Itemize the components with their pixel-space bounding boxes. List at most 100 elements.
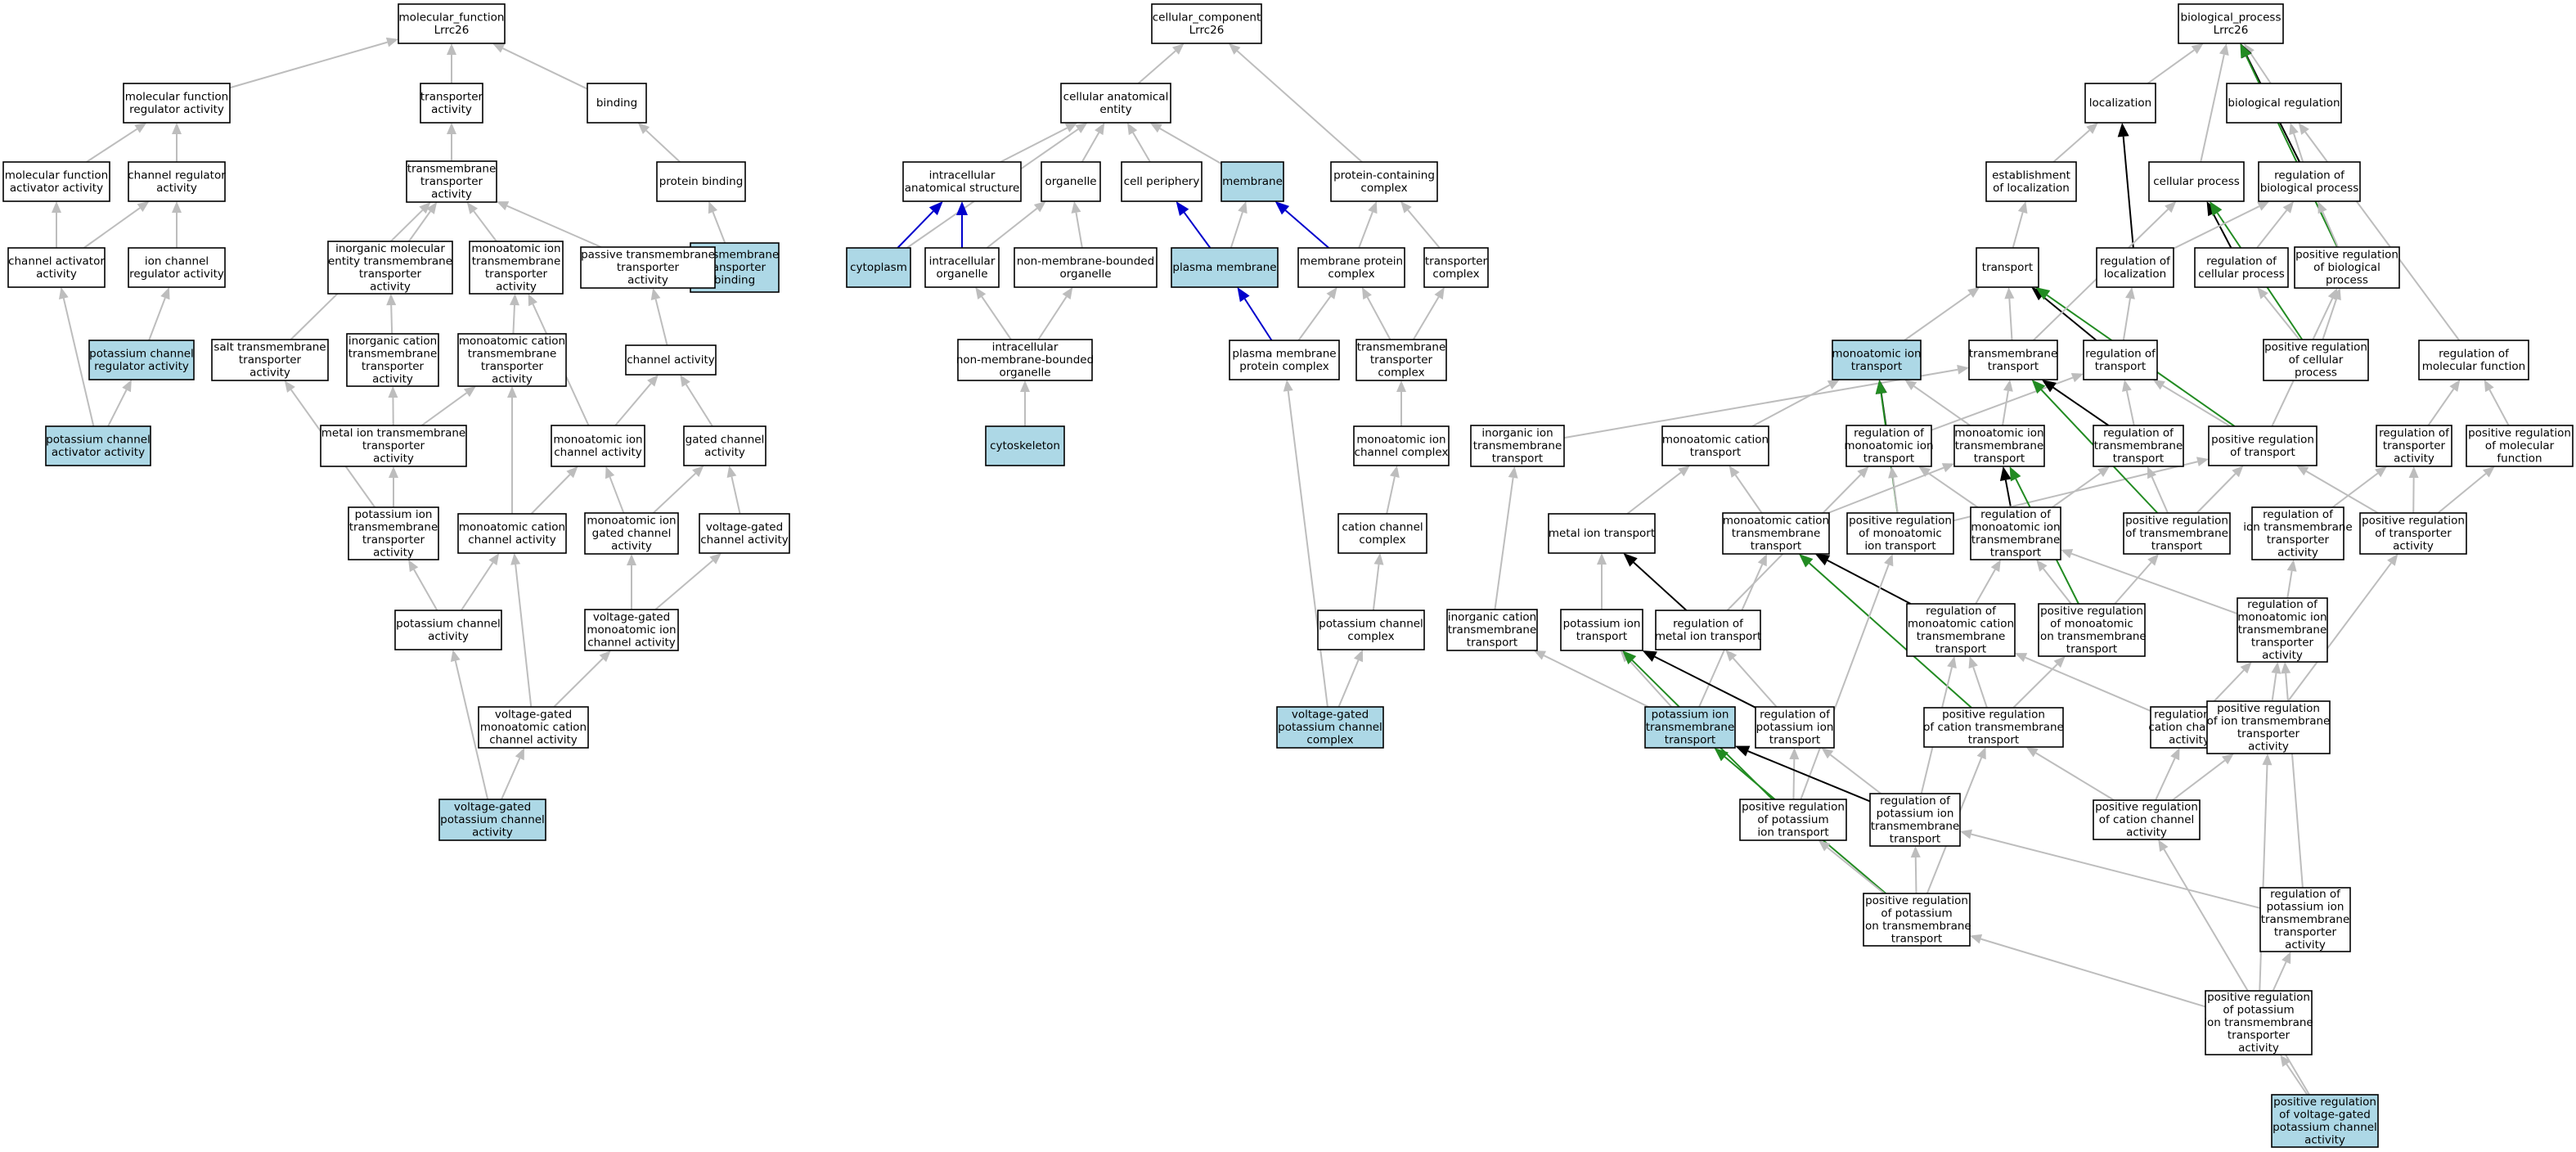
node-metal-ion-transport[interactable]: metal ion transport xyxy=(1548,513,1656,554)
node-binding[interactable]: binding xyxy=(587,83,647,124)
node-cytoplasm[interactable]: cytoplasm xyxy=(846,247,911,288)
node-cellular-process[interactable]: cellular process xyxy=(2148,161,2245,202)
node-inorganic-cation-transmembrane-transporter-activity[interactable]: inorganic cationtransmembranetransporter… xyxy=(346,333,439,387)
node-localization[interactable]: localization xyxy=(2084,83,2156,124)
node-monoatomic-cation-transmembrane-transporter-activity[interactable]: monoatomic cationtransmembranetransporte… xyxy=(457,333,567,387)
node-channel-activity[interactable]: channel activity xyxy=(625,344,717,376)
edge-regulates-rtmt-to-tmt xyxy=(2041,380,2110,426)
node-intracellular-non-membrane-bounded-organelle[interactable]: intracellularnon-membrane-boundedorganel… xyxy=(956,339,1094,381)
node-metal-ion-transmembrane-transporter-activity[interactable]: metal ion transmembranetransporteractivi… xyxy=(320,425,467,467)
node-biological-regulation[interactable]: biological regulation xyxy=(2226,83,2342,124)
node-transport[interactable]: transport xyxy=(1976,247,2039,288)
node-potassium-ion-transmembrane-transporter-activity[interactable]: potassium iontransmembranetransporteract… xyxy=(348,506,439,560)
node-cytoskeleton[interactable]: cytoskeleton xyxy=(985,425,1065,466)
node-membrane[interactable]: membrane xyxy=(1221,161,1284,202)
node-cell-periphery[interactable]: cell periphery xyxy=(1121,161,1203,202)
edge-line xyxy=(2427,388,2455,426)
node-plasma-membrane[interactable]: plasma membrane xyxy=(1171,247,1279,288)
node-protein-binding[interactable]: protein binding xyxy=(656,161,746,202)
node-monoatomic-ion-transmembrane-transporter-activity[interactable]: monoatomic iontransmembranetransporterac… xyxy=(469,241,564,295)
node-organelle[interactable]: organelle xyxy=(1041,161,1101,202)
